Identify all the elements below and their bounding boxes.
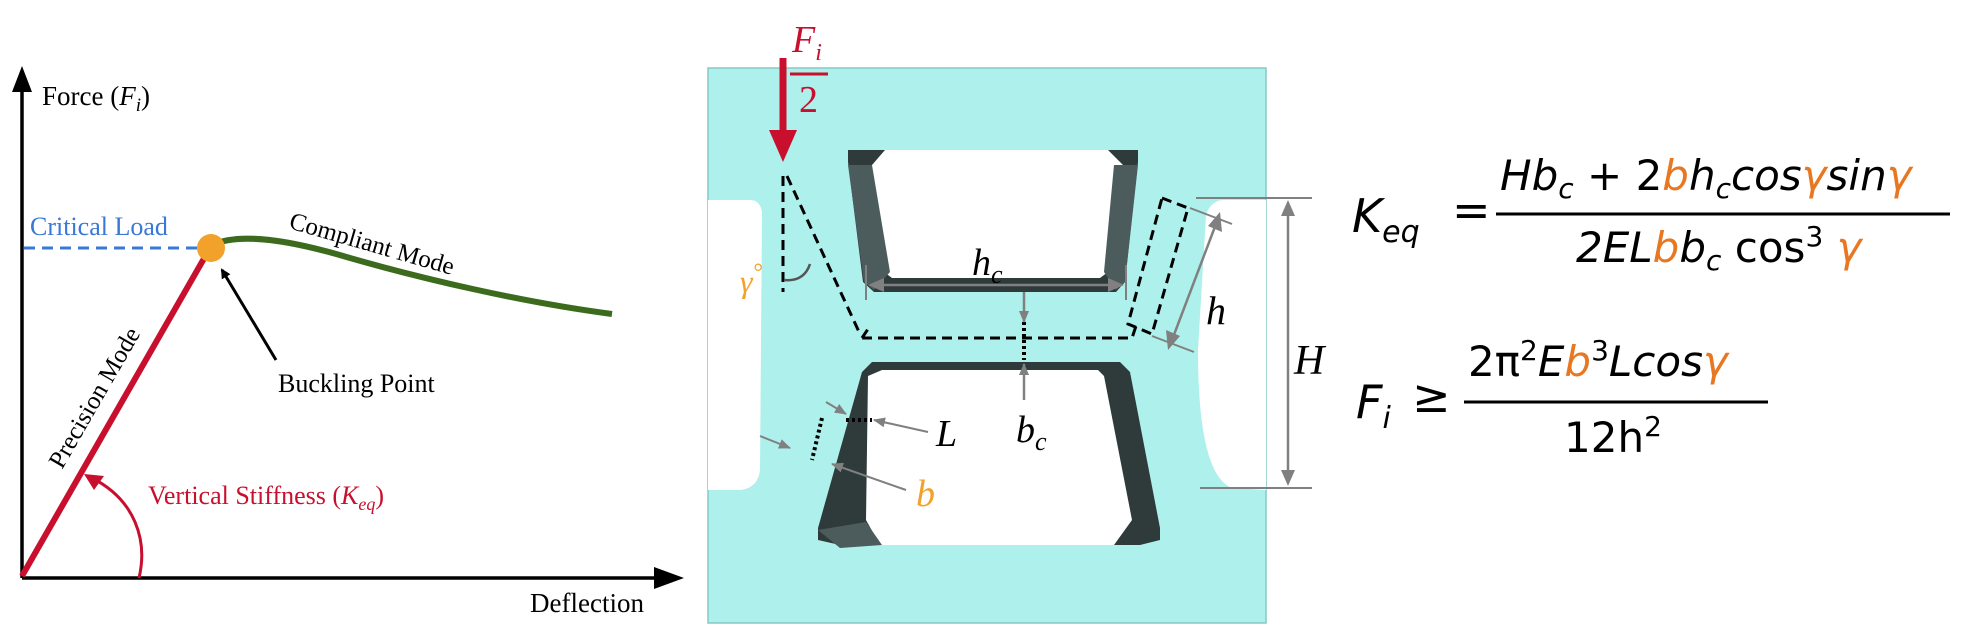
lower-cell (866, 370, 1132, 545)
force-label-numerator: Fi (791, 19, 822, 66)
fi-lhs: Fi (1356, 375, 1391, 436)
x-axis-arrowhead (654, 567, 684, 589)
force-label-denominator: 2 (799, 79, 818, 121)
connecting-beam-outline (860, 325, 1138, 340)
keq-denominator: 2ELbbc cos3 γ (1576, 220, 1864, 277)
keq-numerator: Hbc + 2bhccosγsinγ (1500, 151, 1914, 205)
b-leader-left (759, 435, 791, 449)
H-label: H (1293, 338, 1327, 384)
h-label: h (1206, 288, 1226, 333)
compliant-mode-curve (210, 235, 613, 317)
L-leader (873, 417, 929, 433)
upper-cell-shade-right (1104, 165, 1138, 290)
precision-mode-line (19, 246, 213, 578)
upper-cell-shade (848, 165, 890, 290)
b-leader (831, 462, 907, 491)
compliant-geometry: Fi 2 γ° hc bc h H (707, 19, 1327, 624)
b-label: b (916, 473, 935, 515)
lower-cell-shade (818, 522, 882, 548)
y-axis-arrowhead (12, 66, 32, 92)
vertical-stiffness-label: Vertical Stiffness (Keq) (148, 481, 384, 514)
hc-label: hc (972, 242, 1003, 289)
H-arrow-bottom (1281, 470, 1295, 486)
gamma-arc (783, 263, 812, 282)
left-beam-centerline (785, 175, 862, 335)
stiffness-arrowhead (84, 474, 104, 490)
h-dimension-line (1170, 223, 1218, 341)
gamma-label: γ° (740, 260, 763, 299)
hc-arrow-right (1108, 278, 1124, 292)
b-dotted-line (810, 417, 824, 461)
critical-load-label: Critical Load (30, 212, 168, 241)
h-arrow-bottom (1166, 330, 1180, 350)
L-leader-left (825, 401, 847, 415)
force-deflection-graph: Force (Fi) Deflection Critical Load Prec… (12, 66, 684, 618)
h-arrow-top (1208, 212, 1222, 232)
buckling-point-marker (197, 234, 225, 262)
compliant-mode-label: Compliant Mode (286, 208, 457, 281)
keq-equals: = (1452, 183, 1491, 237)
bc-label: bc (1016, 409, 1047, 456)
stiffness-angle-arc (91, 476, 144, 579)
L-label: L (935, 413, 957, 455)
h-extension-top (1189, 207, 1233, 225)
right-opening (1198, 200, 1266, 490)
keq-lhs: Keq (1352, 189, 1420, 250)
right-beam-outline (1126, 196, 1190, 337)
x-axis-label: Deflection (530, 588, 644, 618)
buckling-point-arrow (220, 268, 278, 361)
hc-arrow-left (868, 278, 884, 292)
upper-cell (866, 150, 1130, 278)
keq-equation: Keq = Hbc + 2bhccosγsinγ 2ELbbc cos3 γ (1352, 151, 1950, 277)
fi-numerator: 2π2Eb3Lcosγ (1468, 334, 1730, 386)
left-opening (708, 200, 762, 490)
fi-geq: ≥ (1412, 369, 1451, 423)
equations: Keq = Hbc + 2bhccosγsinγ 2ELbbc cos3 γ F… (1352, 151, 1950, 462)
fi-denominator: 12h2 (1564, 410, 1662, 462)
buckling-point-label: Buckling Point (278, 369, 436, 398)
H-arrow-top (1281, 200, 1295, 216)
y-axis-label: Force (Fi) (42, 81, 150, 116)
fi-equation: Fi ≥ 2π2Eb3Lcosγ 12h2 (1356, 334, 1768, 462)
force-arrowhead (769, 130, 797, 162)
